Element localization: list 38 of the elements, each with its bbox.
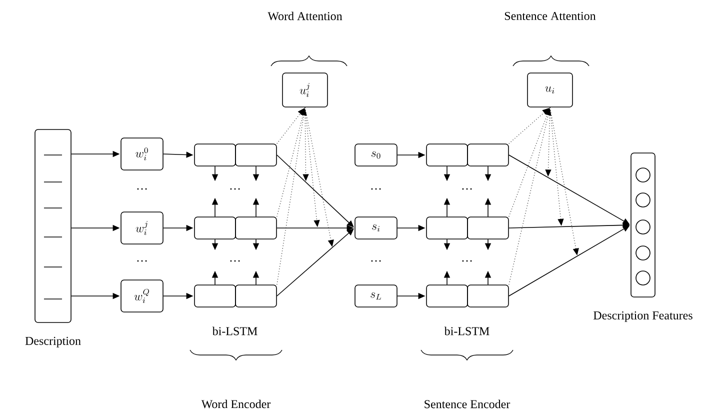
lstm-cell: [426, 284, 468, 308]
lstm-cell: [467, 144, 509, 166]
heading: Word Encoder: [201, 400, 271, 408]
word-box: $w_i^Q$: [120, 280, 164, 312]
heading: Word Attention: [268, 12, 342, 20]
sentence-box: $s_i$: [354, 216, 398, 240]
lstm-cell: [467, 216, 509, 240]
sentence-box: $s_0$: [354, 144, 398, 166]
lstm-cell: [426, 144, 468, 166]
word-box: $w_i^j$: [120, 212, 164, 244]
word-box: $w_i^0$: [120, 138, 164, 170]
lstm-cell: [235, 144, 277, 166]
ellipsis: …: [462, 260, 472, 262]
ellipsis: …: [137, 260, 147, 262]
ellipsis: …: [371, 260, 381, 262]
lstm-cell: [426, 216, 468, 240]
arrow: [276, 154, 354, 228]
layer-label: bi-LSTM: [212, 326, 258, 336]
lstm-cell: [235, 216, 277, 240]
lstm-cell: [194, 216, 236, 240]
arrow: [276, 228, 354, 296]
sentence-box: $s_L$: [354, 284, 398, 308]
ellipsis: …: [462, 188, 472, 190]
lstm-cell: [194, 144, 236, 166]
ellipsis: …: [230, 260, 240, 262]
ellipsis: …: [137, 188, 147, 190]
ellipsis: …: [230, 188, 240, 190]
heading: Sentence Attention: [504, 12, 596, 20]
lstm-cell: [235, 284, 277, 308]
lstm-cell: [467, 284, 509, 308]
heading: Sentence Encoder: [424, 400, 510, 408]
node-label: Description Features: [594, 311, 692, 322]
lstm-cell: [194, 284, 236, 308]
ellipsis: …: [371, 188, 381, 190]
node-label: Description: [25, 336, 81, 348]
attention-box: $u_i$: [527, 72, 573, 108]
attention-box: $u_i^j$: [282, 72, 328, 108]
layer-label: bi-LSTM: [444, 326, 490, 336]
